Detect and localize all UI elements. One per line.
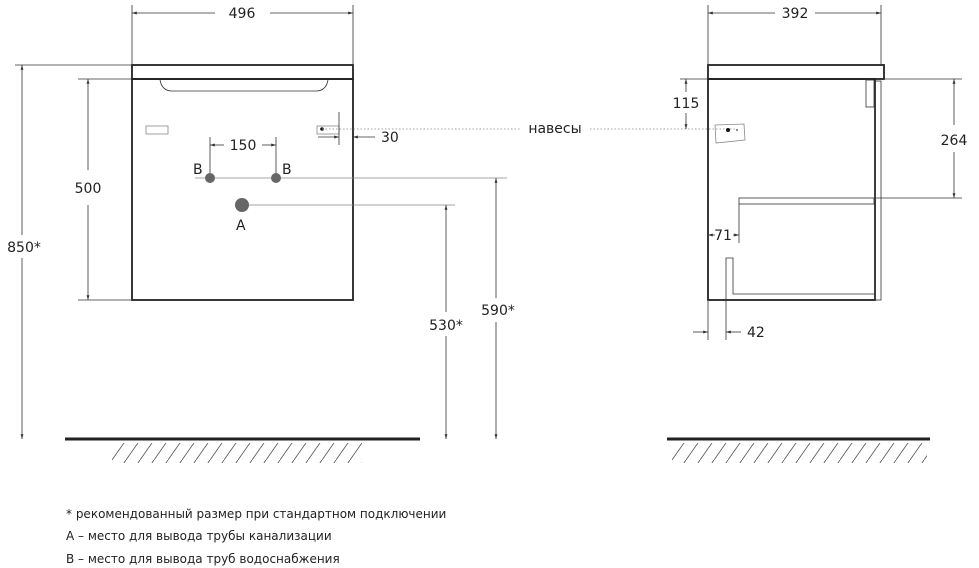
dim-body-height: 500 [75,181,102,197]
cabinet-body [131,78,354,301]
door-panel [874,80,882,301]
pipe-b-right [271,173,281,183]
label-a: A [236,218,246,234]
dim-hinge-height: 115 [673,96,700,112]
floor-hatch [112,443,362,463]
pipe-b-left [205,173,215,183]
front-view: 496 500 850* 150 30 B B A 530* 590* [7,5,515,463]
note-a: А – место для вывода трубы канализации [66,529,332,543]
side-countertop [707,64,885,80]
dim-width: 496 [229,6,256,22]
side-view: 392 115 264 71 42 [667,5,967,463]
dim-hinge-offset: 30 [381,130,399,146]
label-b-right: B [282,162,292,178]
dim-depth: 392 [782,6,809,22]
dim-pipe-spacing: 150 [230,138,257,154]
shelf [738,197,875,205]
note-b: В – место для вывода труб водоснабжения [66,552,340,566]
hinges-label: навесы [528,121,581,137]
dim-total-height: 850* [7,240,41,256]
note-recommended: * рекомендованный размер при стандартном… [66,507,447,521]
side-hinge-plate [714,123,746,144]
dim-supply-height: 590* [481,303,515,319]
side-floor-hatch [672,443,927,463]
hinge-plate-left [145,125,169,135]
hinge-plate-right [316,125,340,135]
dim-shelf-offset: 71 [714,228,732,244]
countertop [131,64,354,80]
dim-drain-height: 530* [429,318,463,334]
dim-shelf-height: 264 [941,133,968,149]
pipe-a [235,198,249,212]
label-b-left: B [193,162,203,178]
handle-recess [159,79,329,92]
dim-bottom-offset: 42 [747,325,765,341]
